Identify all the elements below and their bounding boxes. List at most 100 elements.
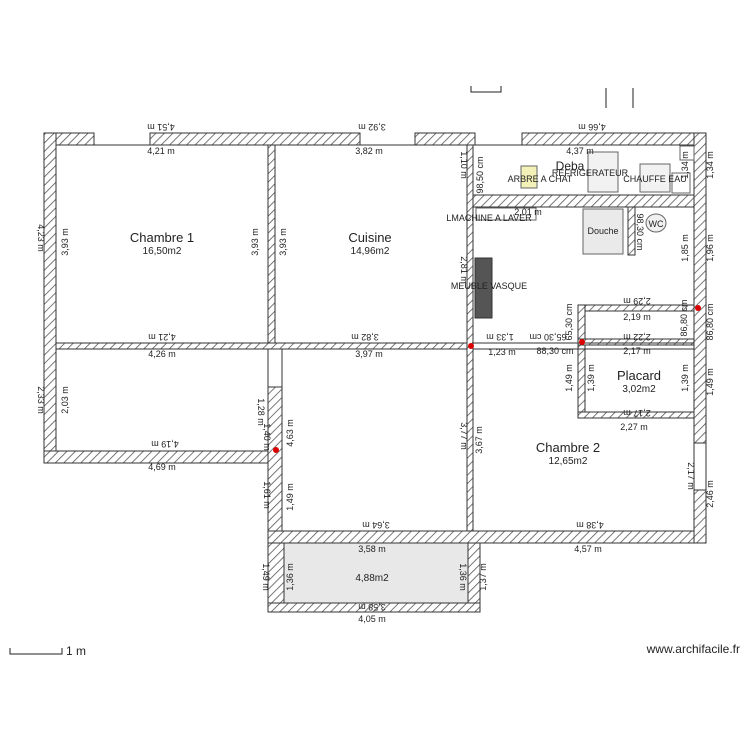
dim-l-423: 4,23 m xyxy=(36,224,46,252)
watermark[interactable]: www.archifacile.fr xyxy=(646,642,740,656)
chauffe-eau-icon xyxy=(639,163,671,193)
label-arbre-a-chat: ARBRE A CHAT xyxy=(508,174,573,184)
dim-pl-139b: 1,39 m xyxy=(680,364,690,392)
dim-bal-136: 1,36 m xyxy=(285,563,295,591)
dim-c-149: 1,49 m xyxy=(285,483,295,511)
dimensions-vertical: 4,23 m 3,93 m 3,93 m 3,93 m 2,33 m 2,03 … xyxy=(36,151,715,591)
small-box-icon xyxy=(671,172,691,194)
dim-b-419: 4,19 m xyxy=(151,439,179,449)
room-chambre1-name: Chambre 1 xyxy=(130,230,194,245)
dim-pl-217: 2,17 m xyxy=(623,346,651,356)
scale-label: 1 m xyxy=(66,644,87,658)
dim-b-469: 4,69 m xyxy=(148,462,176,472)
dim-pl-229: 2,29 m xyxy=(623,296,651,306)
dim-mid-421r: 4,21 m xyxy=(148,332,176,342)
dim-c-358: 3,58 m xyxy=(358,544,386,554)
dim-bal-358: 3,58 m xyxy=(358,602,386,612)
room-outlines xyxy=(55,144,707,532)
label-meuble-vasque: MEUBLE VASQUE xyxy=(451,281,527,291)
label-douche: Douche xyxy=(587,226,618,236)
balcon-floor xyxy=(284,543,468,612)
dim-mid-6530: 65,30 cm xyxy=(529,332,566,342)
dim-d-201: 2,01 m xyxy=(514,207,542,217)
dim-mid-426: 4,26 m xyxy=(148,349,176,359)
dim-r-9830: 98,30 cm xyxy=(635,213,645,250)
dim-c-377: 3,77 m xyxy=(459,422,469,450)
dim-b-438: 4,38 m xyxy=(576,520,604,530)
dim-top-421: 4,21 m xyxy=(147,146,175,156)
dim-r-246: 2,46 m xyxy=(705,480,715,508)
dim-b-457: 4,57 m xyxy=(574,544,602,554)
dim-c-367: 3,67 m xyxy=(474,426,484,454)
dim-r-185: 1,85 m xyxy=(680,234,690,262)
dim-top-451: 4,51 m xyxy=(147,122,175,132)
room-labels: Chambre 1 16,50m2 Cuisine 14,96m2 Deba C… xyxy=(130,159,661,584)
dim-pl-139: 1,39 m xyxy=(586,364,596,392)
meuble-vasque-icon xyxy=(474,257,493,319)
label-chauffe-eau: CHAUFFE EAU xyxy=(623,174,687,184)
dim-pl-149: 1,49 m xyxy=(564,364,574,392)
dim-top-437: 4,37 m xyxy=(566,146,594,156)
dim-bal-405: 4,05 m xyxy=(358,614,386,624)
douche-icon xyxy=(582,208,624,255)
room-chambre2-name: Chambre 2 xyxy=(536,440,600,455)
red-markers xyxy=(273,305,701,453)
dim-pl-227: 2,27 m xyxy=(620,422,648,432)
shelf-icon xyxy=(475,207,537,221)
dim-c-128: 1,28 m xyxy=(256,398,266,426)
dim-r-6880-inner: 86,80 cm xyxy=(679,299,689,336)
dim-c-393: 3,93 m xyxy=(278,228,288,256)
dim-d-110: 1,10 m xyxy=(459,151,469,179)
fixture-labels: REFRIGERATEUR CHAUFFE EAU ARBRE A CHAT L… xyxy=(446,168,686,291)
dim-l-233: 2,33 m xyxy=(36,386,46,414)
refrigerateur-icon xyxy=(587,151,619,193)
walls xyxy=(43,132,707,613)
dimensions-horizontal: 4,51 m 4,21 m 3,92 m 3,82 m 4,66 m 4,37 … xyxy=(147,122,651,624)
fixture-icons xyxy=(474,145,695,319)
dim-r-134: 1,34 m xyxy=(705,151,715,179)
dim-d-9850: 98,50 cm xyxy=(475,156,485,193)
dim-r-393: 3,93 m xyxy=(250,228,260,256)
dim-mid-133: 1,33 m xyxy=(486,332,514,342)
wc-icon xyxy=(645,213,667,233)
dim-c-364: 3,64 m xyxy=(362,520,390,530)
dim-r-149: 1,49 m xyxy=(705,368,715,396)
dim-l-393: 3,93 m xyxy=(60,228,70,256)
dim-mid-382r: 3,82 m xyxy=(351,332,379,342)
room-debarras-name: Deba xyxy=(556,159,585,173)
dim-r-217: 2,17 m xyxy=(686,462,696,490)
dim-r-134-inner: 1,34 m xyxy=(680,151,690,179)
label-refrigerateur: REFRIGERATEUR xyxy=(552,168,629,178)
dim-d-281: 2,81 m xyxy=(459,256,469,284)
dim-pl-222: 2,22 m xyxy=(623,332,651,342)
dim-r-196: 1,96 m xyxy=(705,234,715,262)
dim-bal-137: 1,37 m xyxy=(478,563,488,591)
stray-marks xyxy=(470,86,634,108)
room-balcon-area: 4,88m2 xyxy=(355,573,389,584)
dim-top-466: 4,66 m xyxy=(578,122,606,132)
label-wc: WC xyxy=(649,219,664,229)
dim-mid-123: 1,23 m xyxy=(488,347,516,357)
label-machine-a-laver: LMACHINE A LAVER xyxy=(446,213,532,223)
room-chambre2-area: 12,65m2 xyxy=(549,456,588,467)
dim-pl-219: 2,19 m xyxy=(623,312,651,322)
dim-c-161: 1,61 m xyxy=(262,481,272,509)
dim-bal-149: 1,49 m xyxy=(261,563,271,591)
dim-l-203: 2,03 m xyxy=(60,386,70,414)
dim-pl-217b: 2,17 m xyxy=(623,408,651,418)
dim-r-6880: 86,80 cm xyxy=(705,303,715,340)
dim-top-392: 3,92 m xyxy=(358,122,386,132)
room-placard-name: Placard xyxy=(617,368,661,383)
dim-mid-6530-v: 65,30 cm xyxy=(564,303,574,340)
dim-c-463: 4,63 m xyxy=(285,419,295,447)
dim-bal-136r: 1,36 m xyxy=(458,563,468,591)
dim-mid-8830: 88,30 cm xyxy=(536,346,573,356)
room-cuisine-area: 14,96m2 xyxy=(351,246,390,257)
room-placard-area: 3,02m2 xyxy=(622,384,656,395)
dim-c-140: 1,40 m xyxy=(262,423,272,451)
room-chambre1-area: 16,50m2 xyxy=(143,246,182,257)
dim-top-382: 3,82 m xyxy=(355,146,383,156)
arbre-a-chat-icon xyxy=(520,165,538,189)
small-box-icon-2 xyxy=(679,145,695,161)
